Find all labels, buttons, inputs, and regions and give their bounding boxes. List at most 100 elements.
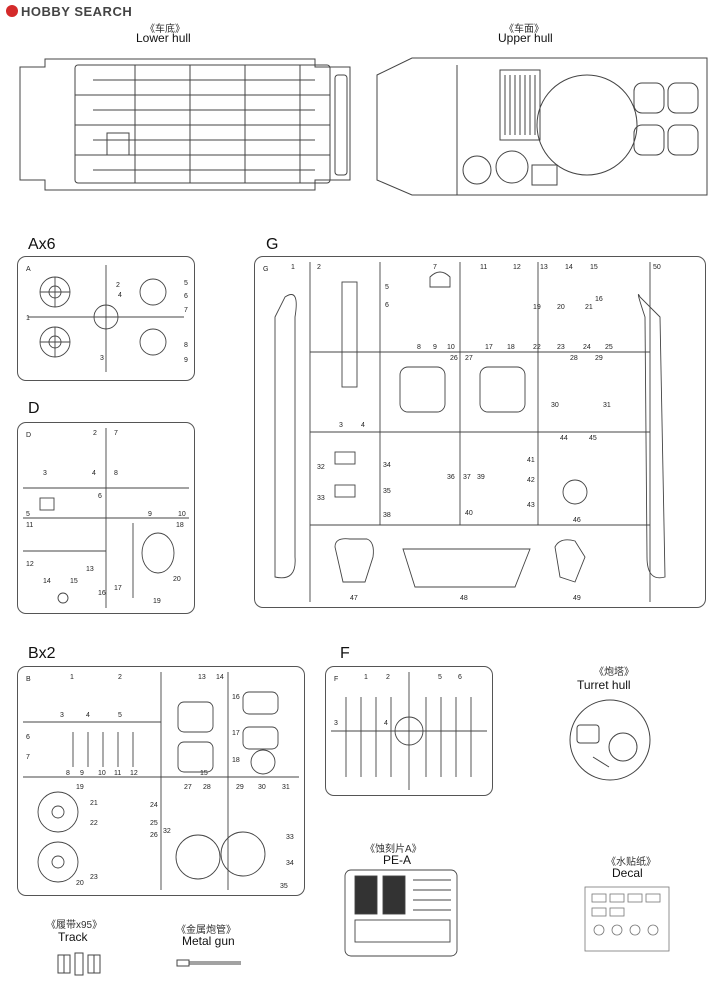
decal-caption-cn: 《水贴纸》 — [606, 857, 656, 868]
part-label: 11 — [26, 522, 33, 529]
sprue-a-title: Ax6 — [28, 236, 56, 253]
part-label: 2 — [386, 674, 390, 681]
turret-caption-cn: 《炮塔》 — [594, 667, 634, 678]
track-link-drawing — [57, 952, 101, 976]
part-label: 15 — [200, 770, 208, 777]
part-label: 31 — [282, 784, 290, 791]
part-label: 17 — [232, 730, 240, 737]
part-label: 25 — [150, 820, 158, 827]
sprue-b-frame: B 1 2 3 4 5 6 7 8 9 10 11 12 13 14 15 — [17, 666, 305, 896]
part-label: 2 — [93, 430, 97, 437]
part-label: 29 — [236, 784, 244, 791]
part-label: 30 — [258, 784, 266, 791]
part-label: 16 — [232, 694, 240, 701]
part-label: 14 — [565, 264, 573, 271]
track-caption-cn: 《履带x95》 — [46, 920, 103, 931]
part-label: 20 — [557, 304, 565, 311]
part-label: 26 — [150, 832, 158, 839]
part-label: 42 — [527, 477, 535, 484]
part-label: 1 — [70, 674, 74, 681]
part-label: 27 — [184, 784, 192, 791]
part-label: 3 — [43, 470, 47, 477]
part-label: 23 — [90, 874, 98, 881]
part-label: 5 — [385, 284, 389, 291]
upper-hull-caption: Upper hull — [498, 31, 553, 45]
part-label: 31 — [603, 402, 611, 409]
sprue-d-frame: D 3 2 4 5 6 7 8 9 10 11 12 13 14 15 16 1… — [17, 422, 195, 614]
track-caption: Track — [58, 930, 88, 944]
pe-caption-cn: 《蚀刻片A》 — [365, 844, 422, 855]
part-label: 19 — [153, 598, 161, 605]
part-label: 3 — [60, 712, 64, 719]
part-label: 16 — [595, 296, 603, 303]
part-label: 36 — [447, 474, 455, 481]
part-label: 27 — [465, 355, 473, 362]
watermark-logo: HOBBY SEARCH — [6, 4, 132, 19]
part-label: 38 — [383, 512, 391, 519]
part-label: 18 — [507, 344, 515, 351]
part-label: 28 — [203, 784, 211, 791]
part-label: 16 — [98, 590, 106, 597]
part-label: 12 — [26, 561, 34, 568]
part-label: 10 — [178, 511, 186, 518]
part-label: 6 — [98, 493, 102, 500]
part-label: 32 — [317, 464, 325, 471]
sprue-a-frame: A 1 2 3 4 5 6 7 8 9 — [17, 256, 195, 381]
part-label: 8 — [417, 344, 421, 351]
part-label: 8 — [66, 770, 70, 777]
part-label: 20 — [173, 576, 181, 583]
upper-hull-drawing — [376, 57, 708, 196]
part-label: 11 — [114, 770, 121, 777]
part-label: 24 — [583, 344, 591, 351]
pe-caption: PE-A — [383, 853, 412, 867]
sprue-f-title: F — [340, 645, 350, 662]
part-label: 17 — [114, 585, 122, 592]
part-label: 14 — [43, 578, 51, 585]
part-label: 30 — [551, 402, 559, 409]
sprue-g-tag: G — [263, 266, 268, 273]
part-label: 46 — [573, 517, 581, 524]
part-label: 2 — [118, 674, 122, 681]
part-label: 43 — [527, 502, 535, 509]
part-label: 15 — [590, 264, 598, 271]
part-label: 19 — [76, 784, 84, 791]
part-label: 26 — [450, 355, 458, 362]
part-label: 13 — [86, 566, 94, 573]
part-label: 34 — [383, 462, 391, 469]
upper-hull-caption-cn: 《车面》 — [504, 24, 544, 35]
pe-fret-drawing — [344, 869, 458, 957]
part-label: 21 — [585, 304, 593, 311]
watermark-text: HOBBY SEARCH — [21, 4, 133, 19]
part-label: 39 — [477, 474, 485, 481]
part-label: 32 — [163, 828, 171, 835]
part-label: 29 — [595, 355, 603, 362]
part-label: 35 — [383, 488, 391, 495]
turret-caption: Turret hull — [577, 678, 631, 692]
part-label: 9 — [148, 511, 152, 518]
metal-gun-caption: Metal gun — [182, 934, 235, 948]
part-label: 44 — [560, 435, 568, 442]
part-label: 4 — [86, 712, 90, 719]
decal-sheet-drawing — [584, 886, 670, 952]
part-label: 19 — [533, 304, 541, 311]
sprue-f-tag: F — [334, 676, 338, 683]
lower-hull-drawing — [19, 58, 351, 191]
part-label: 20 — [76, 880, 84, 887]
part-label: 9 — [433, 344, 437, 351]
part-label: 47 — [350, 595, 358, 602]
sprue-a-tag: A — [26, 266, 31, 273]
part-label: 3 — [339, 422, 343, 429]
part-label: 6 — [458, 674, 462, 681]
part-label: 14 — [216, 674, 224, 681]
part-label: 6 — [184, 293, 188, 300]
part-label: 1 — [26, 315, 30, 322]
metal-gun-caption-cn: 《金属炮管》 — [176, 925, 236, 936]
part-label: 41 — [527, 457, 535, 464]
part-label: 48 — [460, 595, 468, 602]
part-label: 7 — [26, 754, 30, 761]
part-label: 7 — [433, 264, 437, 271]
part-label: 25 — [605, 344, 613, 351]
sprue-b-tag: B — [26, 676, 31, 683]
part-label: 22 — [90, 820, 98, 827]
lower-hull-caption-cn: 《车底》 — [145, 24, 185, 35]
